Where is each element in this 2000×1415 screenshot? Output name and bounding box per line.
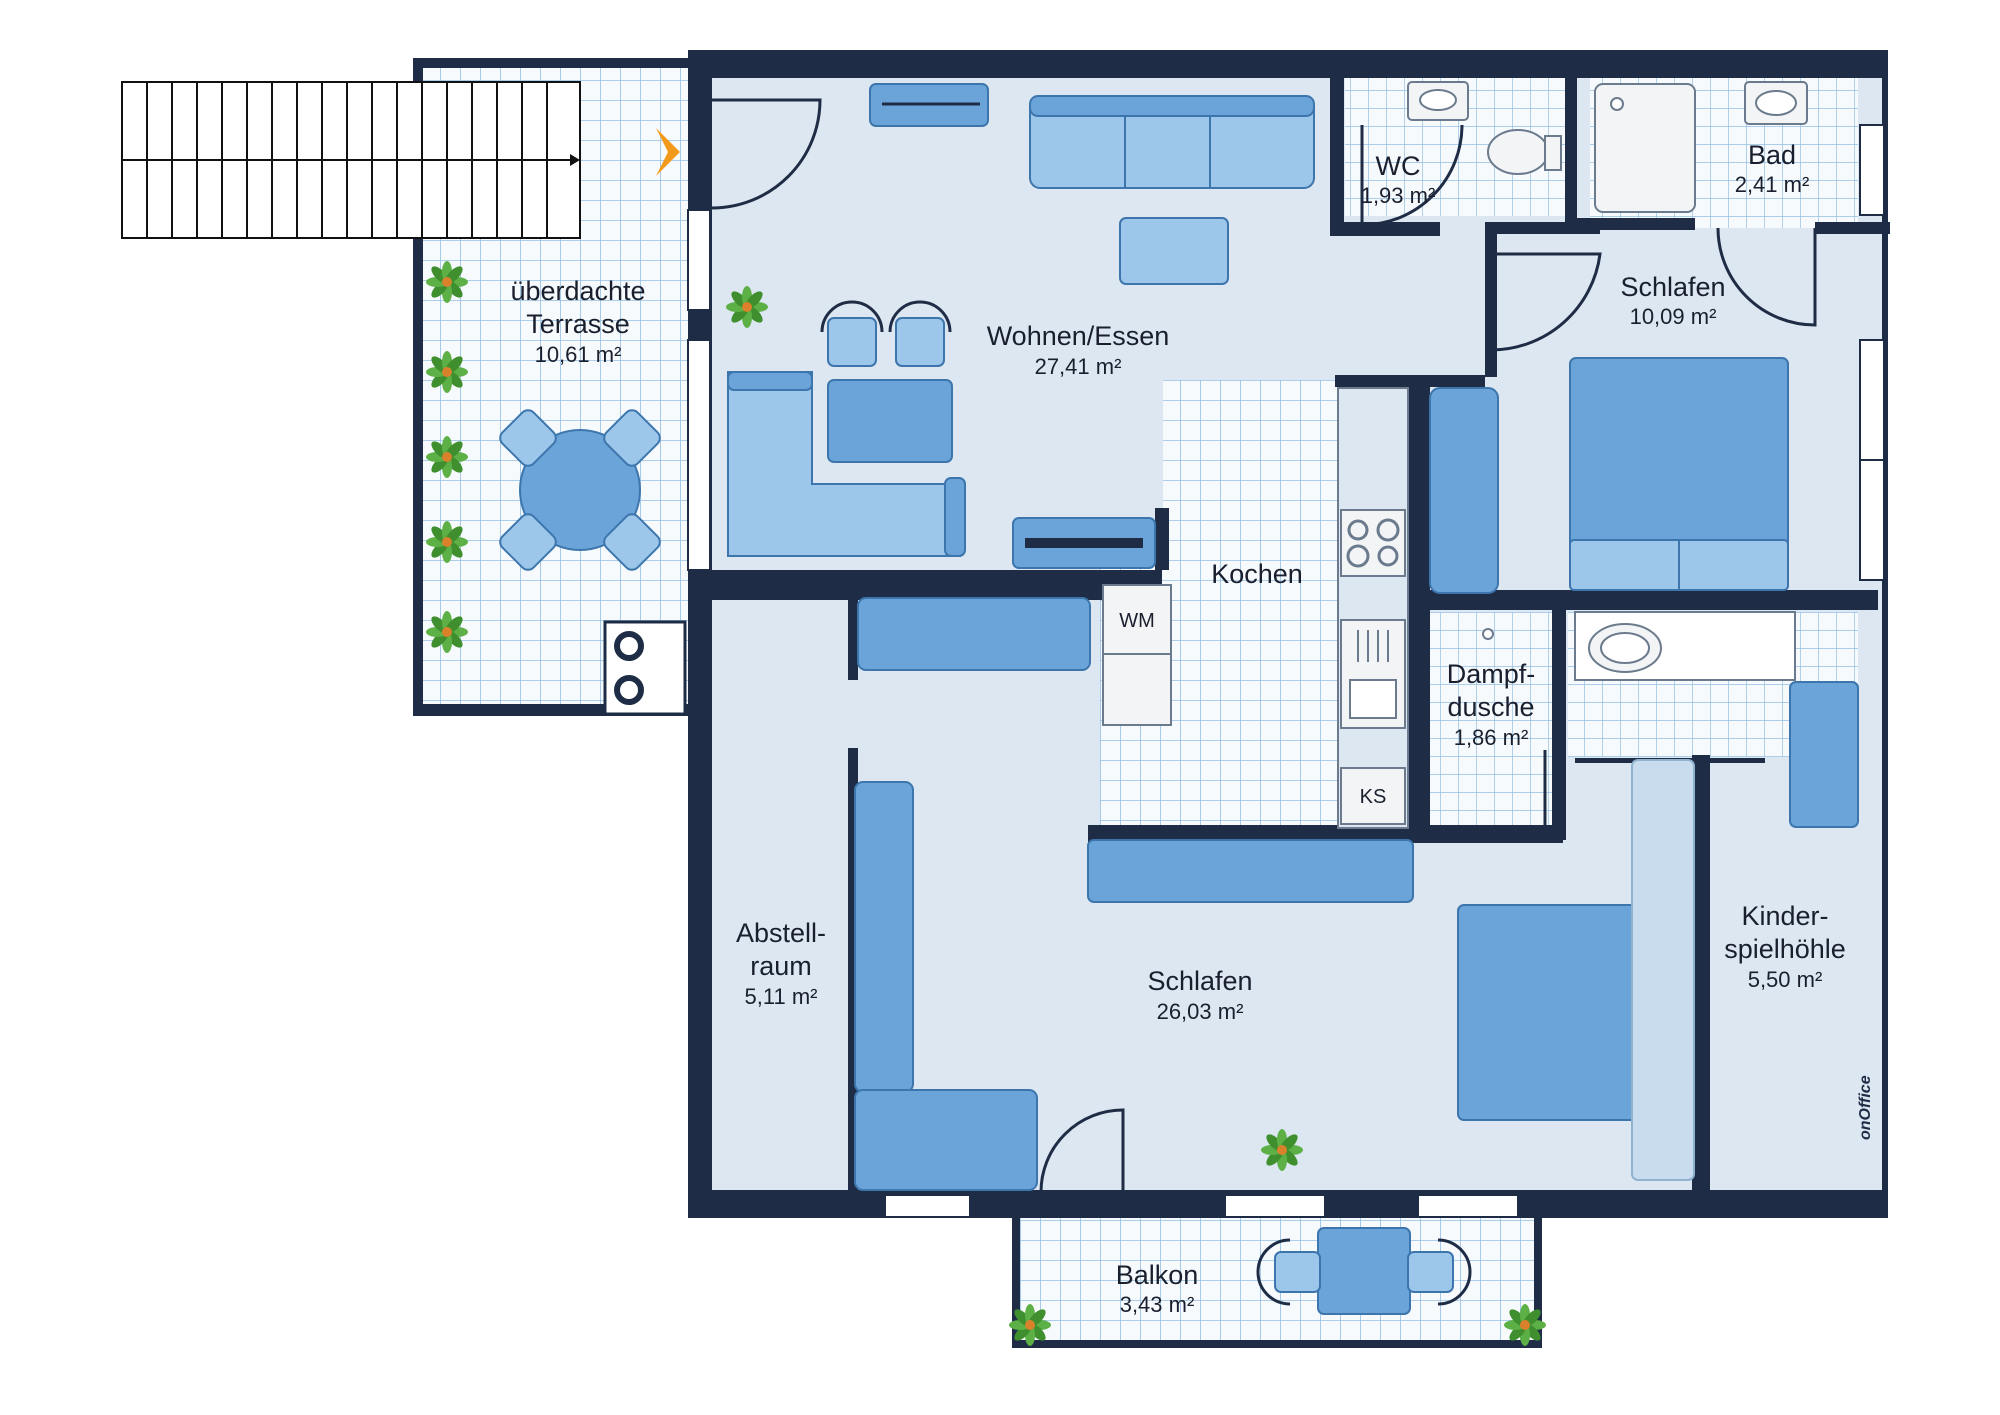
wardrobe	[854, 781, 914, 1093]
steam-shower-name-line1: Dampf-	[1447, 659, 1536, 689]
window-icon	[687, 124, 1885, 1218]
table-icon	[1317, 1227, 1411, 1315]
bed-icon	[1569, 357, 1789, 591]
bedroom-large-name: Schlafen	[1147, 966, 1252, 996]
plant-icon	[426, 261, 468, 303]
storage-name-line1: Abstell-	[736, 918, 826, 948]
cabinet	[1789, 681, 1859, 828]
stairs-icon	[121, 81, 581, 239]
toilet-icon	[1487, 129, 1549, 175]
plant-icon	[426, 351, 468, 393]
plant-icon	[426, 611, 468, 653]
chair-icon	[499, 409, 661, 571]
dresser	[857, 597, 1091, 671]
sofa-icon	[854, 1089, 1038, 1191]
chair-icon	[499, 513, 557, 571]
kids-room-area-label: 5,50 m²	[1748, 967, 1823, 992]
chair-icon	[499, 409, 557, 467]
steam-shower-floor	[1430, 612, 1552, 837]
table-icon	[827, 379, 953, 463]
washing-machine-label: WM	[1119, 610, 1155, 632]
bath-name: Bad	[1748, 140, 1796, 170]
bedroom-small-name: Schlafen	[1620, 272, 1725, 302]
wardrobe	[1087, 839, 1414, 903]
wc-name: WC	[1376, 151, 1421, 181]
coffee-table	[1119, 217, 1229, 285]
plant-icon	[1009, 1304, 1051, 1346]
wc-area-label: 1,93 m²	[1361, 183, 1436, 208]
table-icon	[519, 429, 641, 551]
shower-icon	[1482, 628, 1494, 640]
plant-icon	[726, 286, 768, 328]
storage-area-label: 5,11 m²	[745, 984, 818, 1009]
plant-icon	[1261, 1129, 1303, 1171]
terrace-area-label: 10,61 m²	[535, 342, 622, 367]
sofa-icon	[727, 371, 966, 557]
chair-icon	[603, 409, 661, 467]
chair-icon	[820, 300, 952, 367]
steam-shower-name-line2: dusche	[1447, 692, 1534, 722]
living-area-label: 27,41 m²	[1035, 354, 1122, 379]
plant-icon	[1504, 1304, 1546, 1346]
storage-name-line2: raum	[750, 951, 812, 981]
balcony-area-label: 3,43 m²	[1120, 1292, 1195, 1317]
kids-room-name-line2: spielhöhle	[1724, 934, 1846, 964]
bedroom-large-area-label: 26,03 m²	[1157, 999, 1244, 1024]
plant-icon	[426, 436, 468, 478]
brand-logo: onOffice	[1857, 1075, 1874, 1140]
living-name: Wohnen/Essen	[987, 321, 1170, 351]
door-icon	[711, 98, 1817, 1193]
wardrobe	[1429, 387, 1499, 594]
outdoor-fireplace	[603, 620, 687, 716]
bath-area-label: 2,41 m²	[1735, 172, 1810, 197]
chair-icon	[603, 513, 661, 571]
sofa-icon	[1029, 95, 1315, 189]
fridge-label: KS	[1360, 786, 1387, 808]
kitchen-floor	[1163, 380, 1338, 830]
kitchen-counter	[1337, 387, 1409, 829]
room-labels: überdachte Terrasse 10,61 m² Wohnen/Esse…	[510, 140, 1845, 1317]
steam-shower-area-label: 1,86 m²	[1454, 725, 1529, 750]
kids-room-name-line1: Kinder-	[1741, 901, 1828, 931]
bedroom-small-area-label: 10,09 m²	[1630, 304, 1717, 329]
stove-icon	[1340, 509, 1406, 577]
terrace-name-line2: Terrasse	[526, 309, 630, 339]
shower-icon	[1594, 83, 1696, 213]
fridge	[1340, 767, 1406, 825]
plant-icon	[426, 521, 468, 563]
chair-icon	[1256, 1238, 1472, 1306]
plant-icon	[426, 261, 1546, 1346]
interior-walls	[712, 58, 1890, 1193]
terrace-name-line1: überdachte	[510, 276, 645, 306]
entrance-arrow-icon	[656, 128, 680, 176]
balcony-name: Balkon	[1116, 1260, 1199, 1290]
kitchen-name: Kochen	[1211, 559, 1303, 589]
